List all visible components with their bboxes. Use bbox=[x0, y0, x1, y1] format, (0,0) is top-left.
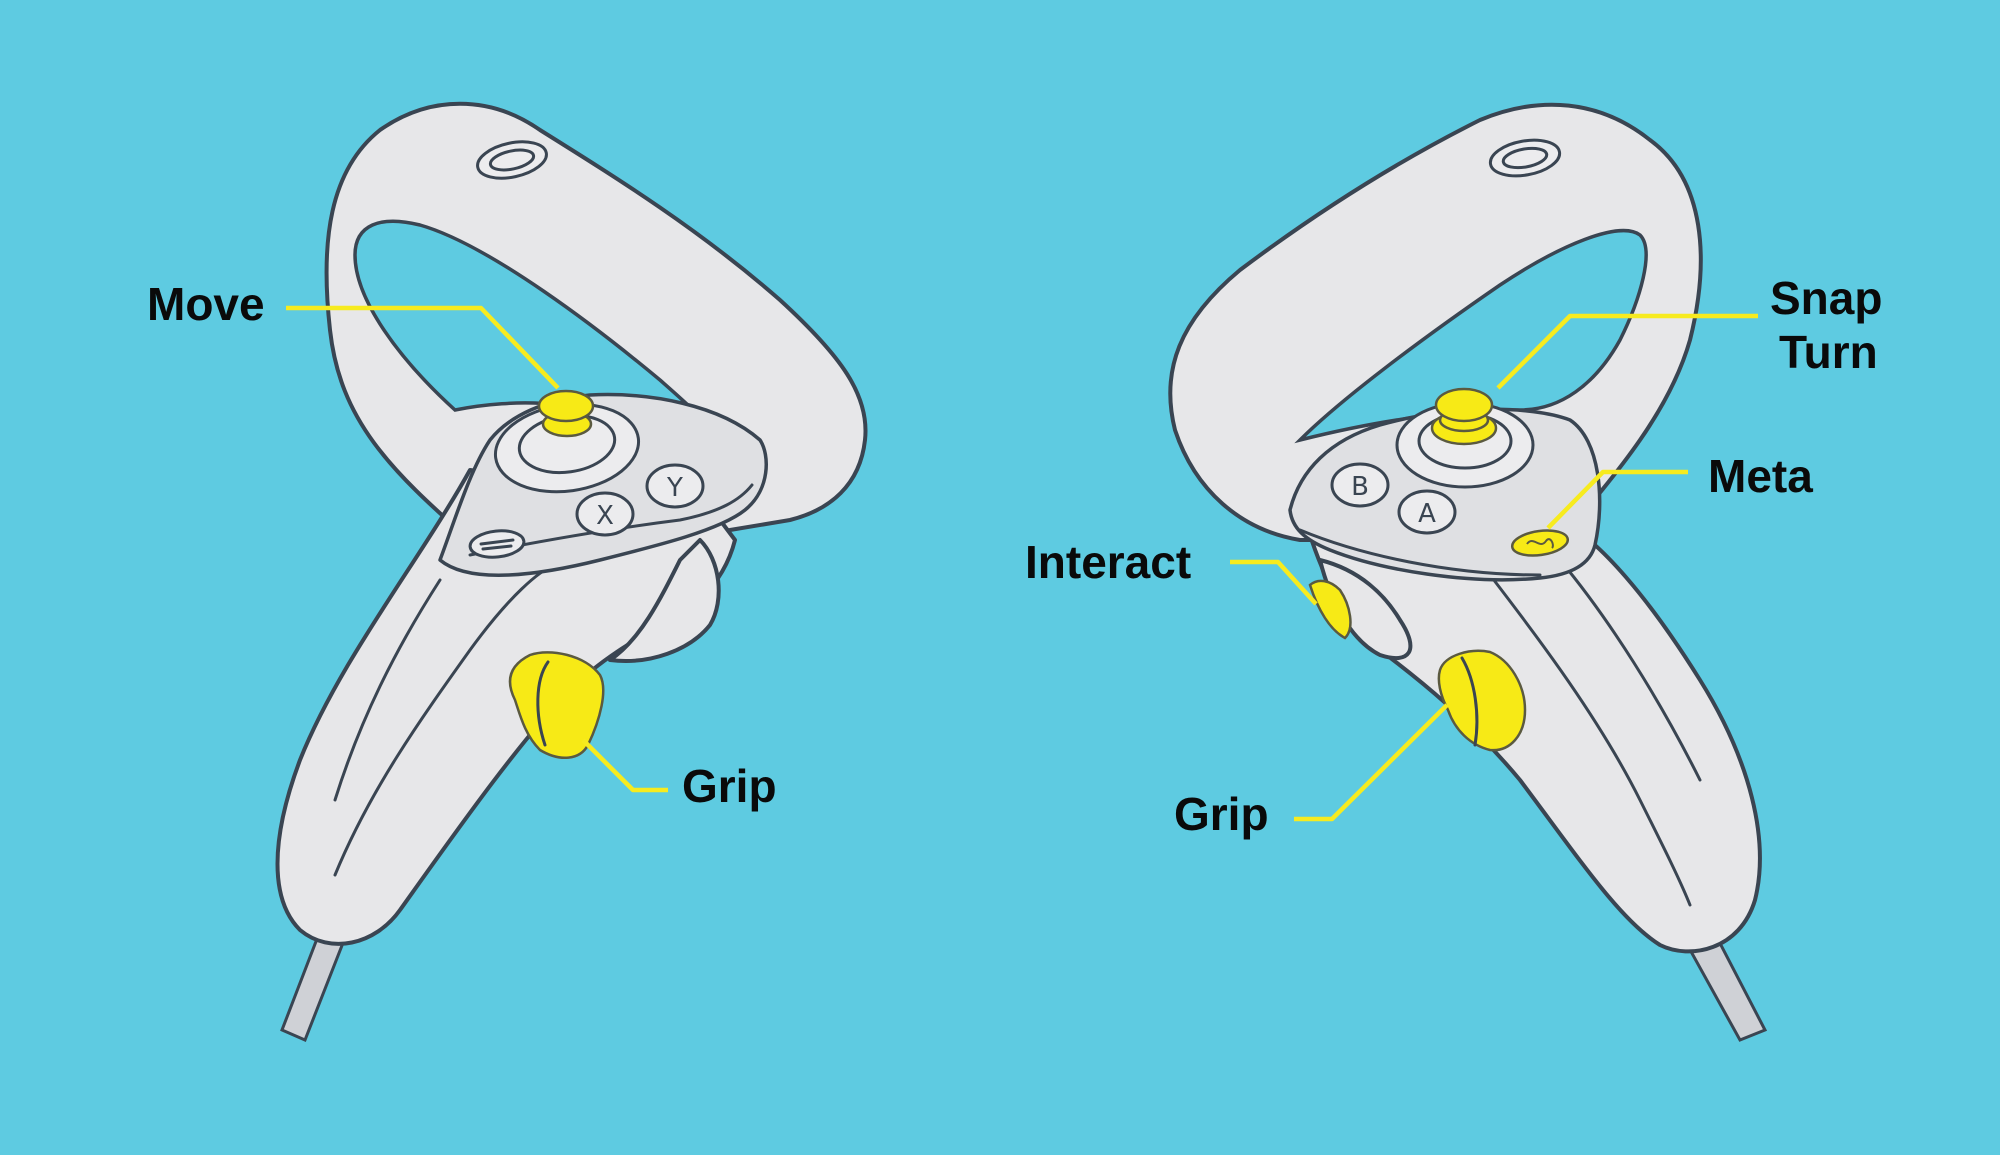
right-grip-leader bbox=[1294, 703, 1449, 822]
right-snap-turn-leader bbox=[1496, 313, 1758, 390]
left-grip-button bbox=[508, 651, 605, 759]
right-label-snap-turn-line1: Snap bbox=[1770, 272, 1882, 324]
right-meta-leader bbox=[1546, 469, 1688, 530]
right-label-snap-turn-line2: Turn bbox=[1779, 326, 1878, 378]
left-label-move: Move bbox=[147, 278, 265, 330]
right-button-a-glyph: A bbox=[1418, 499, 1436, 529]
right-interact-leader bbox=[1230, 559, 1318, 606]
right-trigger bbox=[1308, 579, 1352, 640]
left-controller: X Y Move Grip bbox=[147, 101, 868, 1042]
left-button-y-glyph: Y bbox=[666, 473, 683, 503]
left-button-x: X bbox=[575, 491, 635, 537]
left-menu-button bbox=[468, 529, 526, 559]
left-trigger bbox=[608, 538, 721, 663]
right-button-a: A bbox=[1397, 489, 1457, 535]
left-button-x-glyph: X bbox=[596, 501, 614, 531]
right-button-b: B bbox=[1330, 462, 1390, 508]
left-label-grip: Grip bbox=[682, 760, 777, 812]
left-grip-leader bbox=[581, 738, 668, 793]
right-controller: B A Snap Turn Meta Interact Grip bbox=[1025, 102, 1882, 1042]
left-button-y: Y bbox=[645, 463, 705, 509]
right-label-grip: Grip bbox=[1174, 788, 1269, 840]
left-move-leader bbox=[286, 305, 560, 390]
right-button-b-glyph: B bbox=[1351, 472, 1369, 502]
right-label-meta: Meta bbox=[1708, 450, 1813, 502]
right-label-interact: Interact bbox=[1025, 536, 1191, 588]
right-meta-button bbox=[1510, 529, 1570, 557]
